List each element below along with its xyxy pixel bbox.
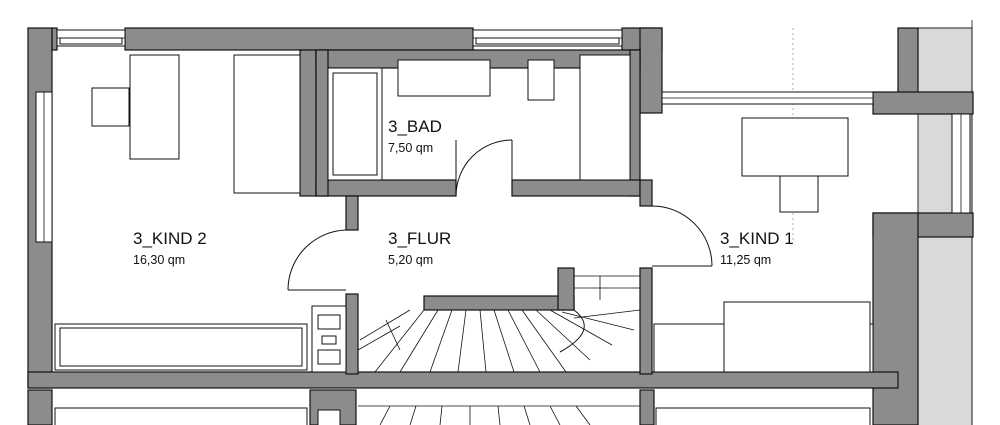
bad-furniture: [327, 54, 631, 181]
desk: [741, 117, 849, 177]
shower: [579, 54, 631, 181]
room-area: 7,50 qm: [388, 141, 433, 155]
chair: [779, 175, 819, 213]
toilet: [527, 59, 555, 101]
room-label-kind2: 3_KIND 2 16,30 qm: [133, 229, 207, 267]
room-area: 5,20 qm: [388, 253, 433, 267]
door-kind1: [651, 205, 713, 267]
door-kind2: [287, 229, 347, 291]
room-name: 3_KIND 1: [720, 229, 794, 248]
kind1-furniture: [653, 117, 874, 373]
lower-row: [54, 405, 871, 425]
kind2-furniture: [54, 54, 308, 371]
desk: [129, 54, 180, 160]
interior-walls: [299, 49, 653, 375]
window-top-bad: [472, 29, 623, 47]
shaft: [311, 305, 347, 373]
room-label-bad: 3_BAD 7,50 qm: [388, 117, 442, 155]
room-area: 11,25 qm: [720, 253, 771, 267]
room-name: 3_BAD: [388, 117, 442, 136]
washbasin: [397, 59, 491, 97]
room-area: 16,30 qm: [133, 253, 185, 267]
room-name: 3_KIND 2: [133, 229, 207, 248]
window-left: [35, 91, 53, 243]
room-label-kind1: 3_KIND 1 11,25 qm: [720, 229, 794, 267]
window-top-left: [56, 29, 126, 47]
room-name: 3_FLUR: [388, 229, 451, 248]
window-kind1-top: [661, 91, 874, 105]
chair: [91, 87, 130, 127]
window-right: [951, 113, 971, 214]
staircase: [357, 275, 641, 373]
room-label-flur: 3_FLUR 5,20 qm: [388, 229, 451, 267]
door-bad: [455, 139, 513, 197]
wardrobe: [233, 54, 301, 194]
